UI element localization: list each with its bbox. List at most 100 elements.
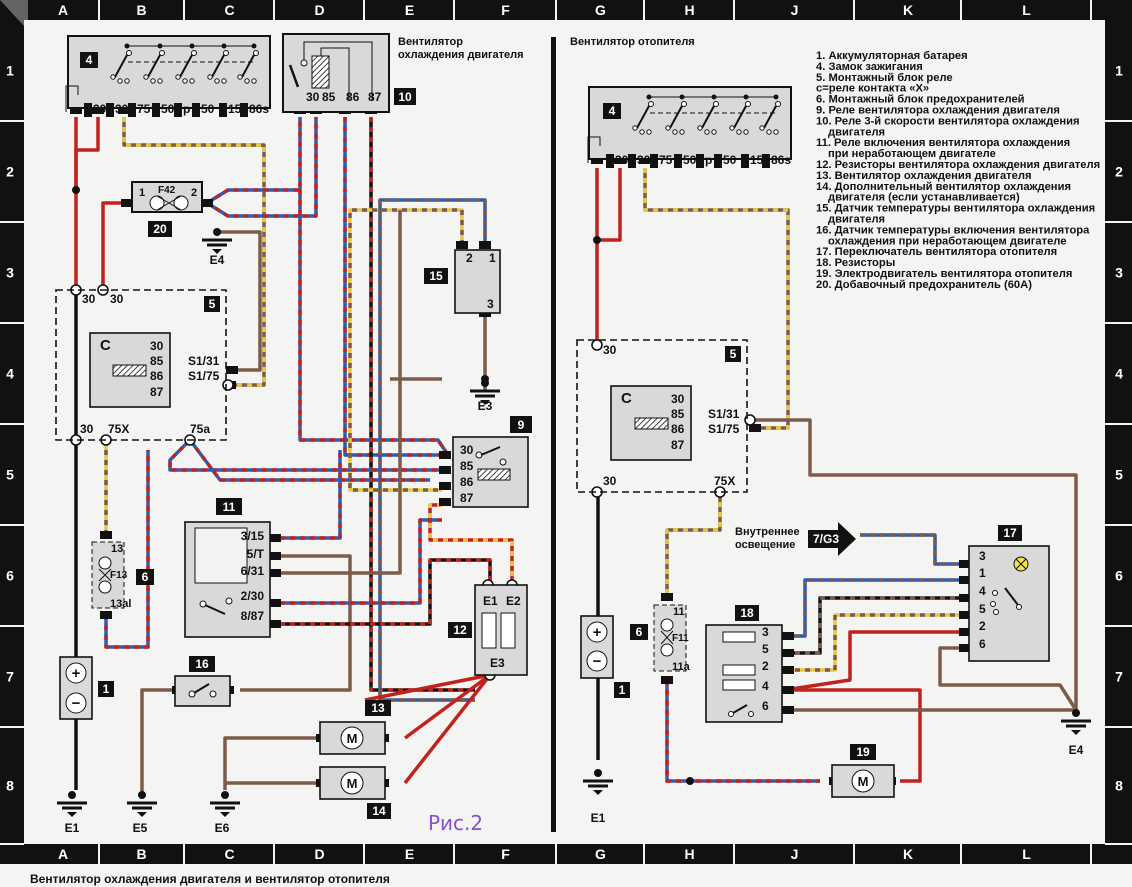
section-title: Вентилятор: [398, 36, 463, 48]
row-label: 7: [1115, 669, 1123, 685]
fuse-block-6-left[interactable]: 13 F13 13al 6: [91, 541, 154, 610]
legend-item: двигателя (если устанавливается): [828, 192, 1020, 204]
row-label: 2: [6, 164, 14, 180]
wire-stripe: [270, 558, 492, 626]
wire: [364, 673, 491, 702]
fuse-block-6-right[interactable]: 11 F11 11a 6: [630, 604, 691, 673]
temperature-sensor-15[interactable]: 2 1 3 15: [424, 249, 501, 314]
section-title: охлаждения двигателя: [398, 49, 524, 61]
grounds: [57, 228, 1091, 817]
wire-stripe: [785, 578, 962, 638]
pin-label: 30: [671, 392, 685, 406]
heater-fan-switch-17[interactable]: 17 3 1 4 5 2 6: [968, 525, 1050, 662]
component-tag: 9: [518, 418, 525, 432]
pin-label: 30: [150, 339, 164, 353]
fuse-20[interactable]: 1 F42 2 20: [131, 181, 203, 237]
pin-label: 6: [762, 699, 769, 713]
pin-label: 75X: [108, 422, 129, 436]
pin-label: p: [183, 102, 190, 116]
column-label: L: [1022, 2, 1031, 18]
battery-plus: +: [72, 665, 81, 682]
pin-label: 75: [137, 102, 151, 116]
ignition-contacts: [587, 94, 781, 163]
component-tag: 20: [153, 222, 167, 236]
pin-label: 15: [228, 102, 242, 116]
additional-fan-14[interactable]: M 14: [319, 766, 391, 819]
component-tag: 12: [453, 623, 467, 637]
battery-minus: −: [72, 695, 81, 712]
fuse-name: F42: [158, 185, 176, 196]
relay-10[interactable]: 30 85 86 87 10: [282, 33, 416, 113]
component-tag: 1: [619, 683, 626, 697]
component-tag: 11: [223, 500, 236, 514]
connector: [269, 599, 281, 607]
wire: [784, 630, 962, 692]
junction: [686, 777, 694, 785]
legend-item: 19. Электродвигатель вентилятора отопите…: [816, 268, 1072, 280]
wire: [101, 201, 127, 285]
junction: [593, 236, 601, 244]
section-divider: [551, 37, 556, 832]
mounting-block-5-left[interactable]: 5 30 30 C 30 85 86 87 S1/31 S1/75 30 75X…: [55, 289, 227, 441]
battery-right[interactable]: + − 1: [580, 615, 630, 698]
pin-label: 6: [979, 637, 986, 651]
component-tag: 4: [609, 104, 616, 118]
heater-motor-19[interactable]: M 19: [831, 744, 895, 798]
relay-11[interactable]: 11 3/15 5/T 6/31 2/30 8/87: [184, 498, 271, 638]
pin-label: 30: [603, 474, 617, 488]
pin-label: S1/31: [708, 407, 740, 421]
pin-label: 86s: [249, 102, 269, 116]
pin-label: S1/31: [188, 354, 220, 368]
row-label: 6: [6, 568, 14, 584]
connector: [439, 498, 451, 506]
pin-label: 30: [115, 102, 129, 116]
pin-label: E3: [490, 656, 505, 670]
connector: [959, 644, 971, 652]
wire: [140, 688, 175, 795]
component-tag: 4: [86, 53, 93, 67]
component-tag-bg: [394, 88, 416, 105]
battery-left[interactable]: + − 1: [59, 656, 114, 720]
temperature-sensor-16[interactable]: 16: [174, 656, 231, 707]
cooling-fan-13[interactable]: M 13: [319, 700, 391, 755]
ground-label: E3: [478, 399, 493, 413]
wire-stripe: [188, 438, 430, 482]
wire-stripe: [298, 190, 450, 456]
pin-label: 2/30: [241, 589, 265, 603]
connector: [201, 199, 213, 207]
resistors-18[interactable]: 18 3 5 2 4 6: [705, 605, 783, 723]
pin-label: 30: [80, 422, 94, 436]
connector: [269, 552, 281, 560]
wire-fan14: [403, 673, 492, 785]
relay-9[interactable]: 30 85 86 87 9: [452, 416, 532, 508]
resistors-12[interactable]: E1 E2 E3 12: [448, 584, 528, 676]
wire-stripe: [785, 596, 962, 655]
ground-label: E4: [1069, 743, 1084, 757]
connector: [959, 560, 971, 568]
legend-item: 16. Датчик температуры включения вентиля…: [816, 224, 1090, 236]
connector: [782, 666, 794, 674]
connector: [456, 241, 468, 249]
column-label: J: [791, 2, 799, 18]
ground-label: E6: [215, 821, 230, 835]
pin-label: 2: [979, 619, 986, 633]
fuse-name: F11: [672, 633, 689, 644]
component-tag: 10: [398, 90, 412, 104]
wire: [74, 117, 100, 190]
wire-stripe: [348, 208, 464, 492]
pin-label: E2: [506, 594, 521, 608]
figure-label: Рис.2: [428, 811, 483, 835]
component-tag: 6: [636, 625, 643, 639]
legend-item: 13. Вентилятор охлаждения двигателя: [816, 170, 1032, 182]
pin-label: 86: [150, 369, 164, 383]
mounting-block-5-right[interactable]: 5 30 C 30 85 86 87 S1/31 S1/75 30 75X: [576, 339, 748, 493]
row-label: 4: [1115, 366, 1123, 382]
pin-label: 11: [673, 606, 685, 618]
interior-light-reference[interactable]: Внутреннее освещение 7/G3: [735, 522, 856, 556]
wire: [785, 688, 922, 783]
pin-label: 75: [659, 153, 673, 167]
wire-stripe: [378, 198, 487, 702]
column-label: B: [136, 846, 146, 862]
